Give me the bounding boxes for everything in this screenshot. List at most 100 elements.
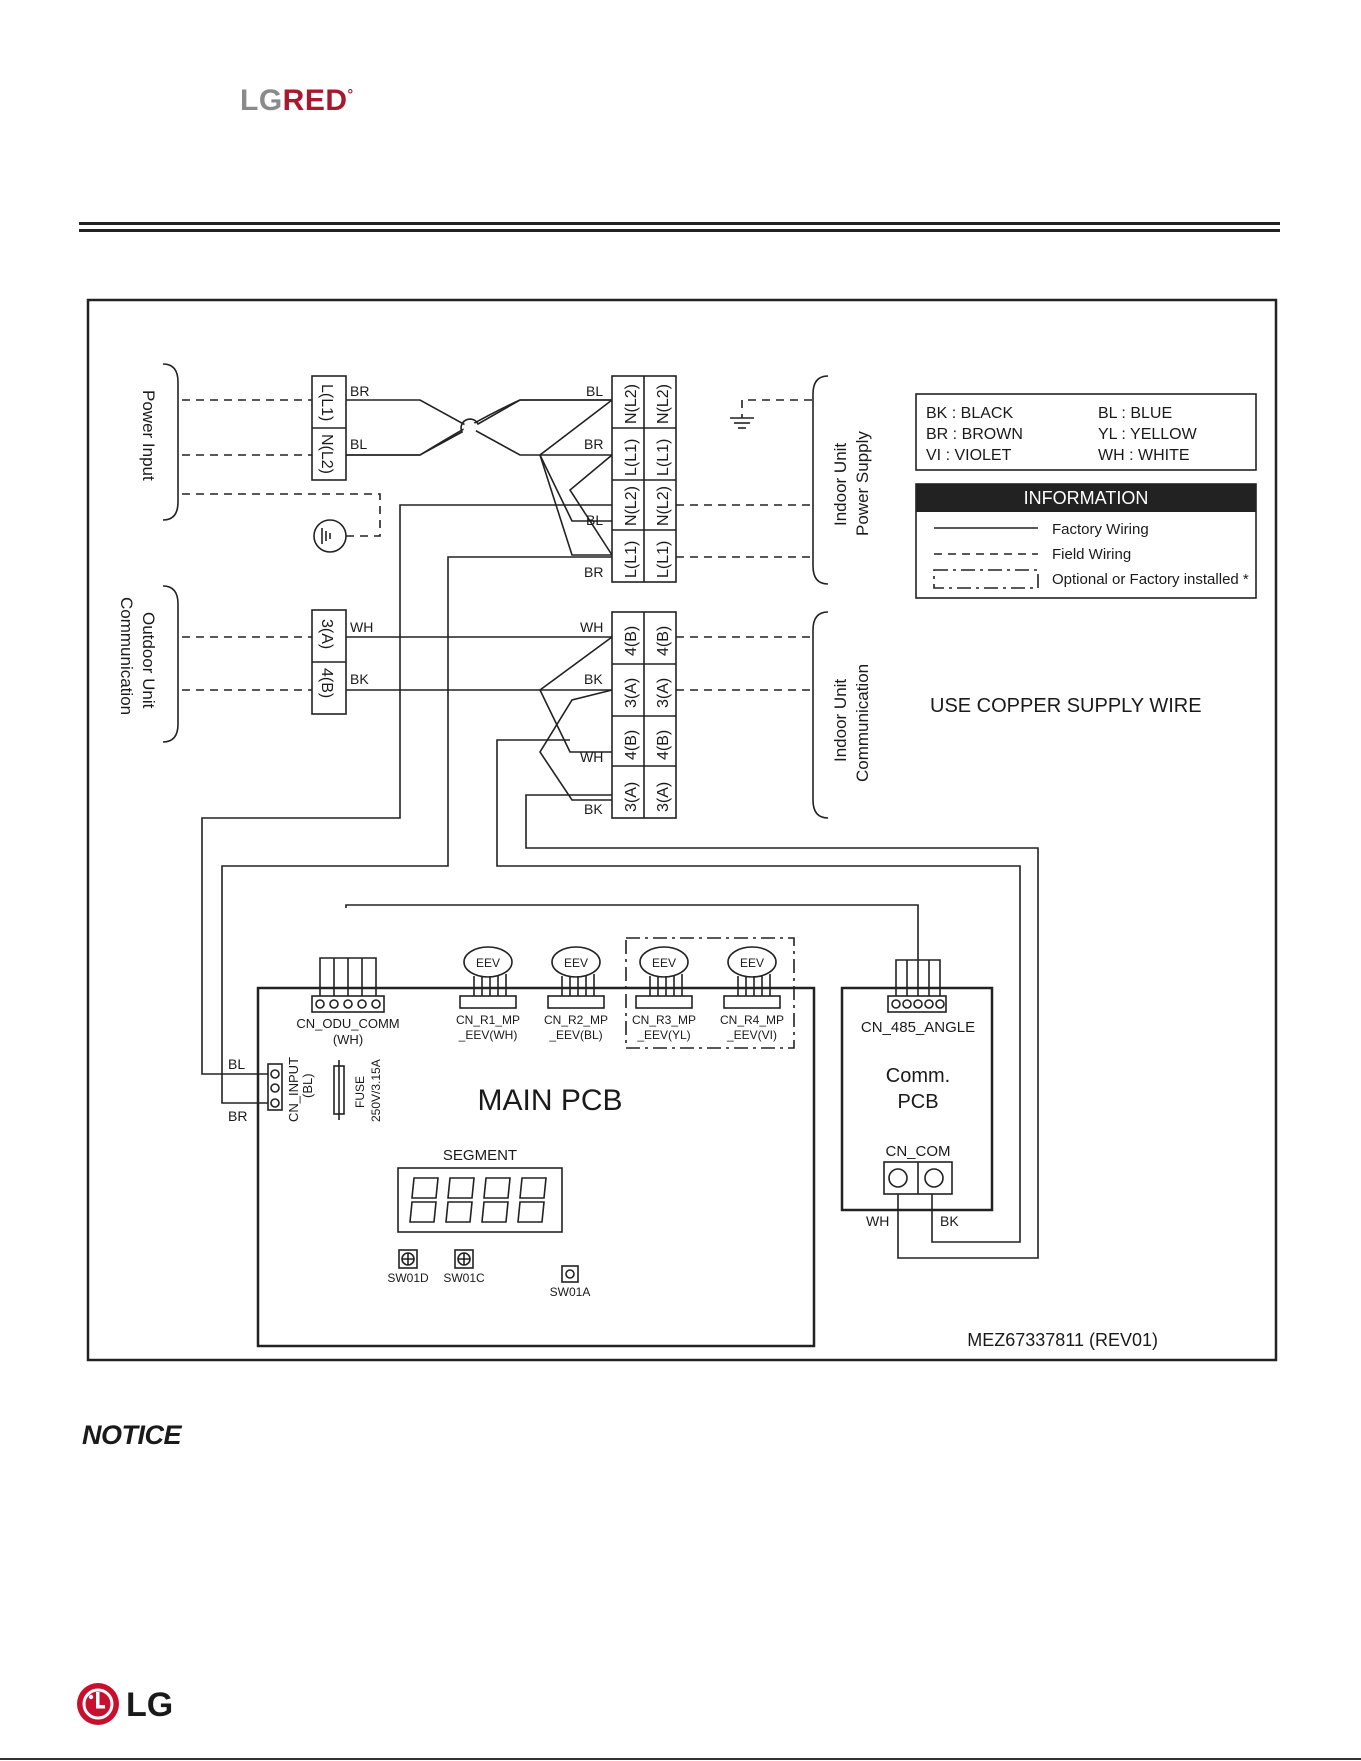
indoor-power-label-1: Indoor Unit [831,443,850,526]
lg-footer-text: LG [126,1686,173,1724]
eev-1-conn-1: CN_R1_MP [456,1013,520,1027]
segment-digits [409,1177,547,1223]
cb-r4c1: 3(A) [623,782,640,812]
wire-label-br-4: BR [228,1108,247,1124]
eev-2-conn-2: _EEV(BL) [548,1028,602,1042]
eev-1 [459,946,517,1009]
wiring-diagram: Power Input Outdoor Unit Communication I… [86,298,1278,1362]
wire-label-bl-4: BL [228,1056,245,1072]
sw01d-label: SW01D [387,1271,429,1285]
cn-odu-comm-connector [311,957,385,1013]
eev-3-conn-1: CN_R3_MP [632,1013,696,1027]
eev-4-conn-2: _EEV(VI) [726,1028,777,1042]
sw01a-switch [561,1265,579,1283]
comm-pcb-title-2: PCB [897,1091,938,1113]
wire-label-wh-4: WH [866,1213,889,1229]
sw01c-label: SW01C [443,1271,485,1285]
comm-pcb-title-1: Comm. [886,1065,950,1087]
eev-2-label: EEV [564,956,588,970]
sw01d-switch [398,1249,418,1269]
legend-wh: WH : WHITE [1098,447,1190,464]
legend-yl: YL : YELLOW [1098,426,1198,443]
eev-3-conn-2: _EEV(YL) [636,1028,690,1042]
cn-com-label: CN_COM [885,1143,950,1160]
indoor-power-bracket [812,375,829,585]
lg-face-icon: LG [77,1683,173,1725]
comm-term-b: 4(B) [318,668,335,698]
info-factory: Factory Wiring [1052,521,1149,538]
cn-input-color: (BL) [300,1073,315,1098]
wire-label-bk-2: BK [584,671,603,687]
outdoor-comm-bracket [162,585,179,743]
header-rule-top [79,222,1280,225]
power-input-label: Power Input [139,390,158,481]
fuse-label: FUSE [353,1076,367,1108]
fuse-rating: 250V/3.15A [369,1059,383,1122]
info-field: Field Wiring [1052,546,1131,563]
legend-bk: BK : BLACK [926,405,1013,422]
cn-485-angle-connector [887,958,947,1013]
eev-3 [635,946,693,1009]
wire-label-bl-1: BL [350,436,367,452]
eev-4-label: EEV [740,956,764,970]
power-term-l: L(L1) [318,384,335,421]
cb-r1c2: 4(B) [655,626,672,656]
information-title: INFORMATION [1024,488,1149,508]
main-pcb-title: MAIN PCB [477,1084,622,1117]
pb-r4c2: L(L1) [655,541,672,578]
wire-label-bk-3: BK [584,801,603,817]
pb-r3c2: N(L2) [655,486,672,526]
pb-r1c1: N(L2) [623,384,640,424]
wire-label-wh-2: WH [580,619,603,635]
wire-label-br-3: BR [584,564,603,580]
eev-1-conn-2: _EEV(WH) [458,1028,518,1042]
eev-2-conn-1: CN_R2_MP [544,1013,608,1027]
power-input-bracket [162,363,179,521]
ground-icon [313,519,347,553]
indoor-comm-bracket [812,611,829,819]
outdoor-comm-label-2: Communication [117,597,136,715]
information-header [916,484,1256,512]
sw01c-switch [454,1249,474,1269]
cn-input-label: CN_INPUT [286,1057,301,1122]
model-code: MEZ67337811 (REV01) [967,1330,1158,1350]
wire-label-bk-4: BK [940,1213,959,1229]
cb-r3c2: 4(B) [655,730,672,760]
comm-pcb [840,986,994,1212]
cn-485-label: CN_485_ANGLE [861,1019,975,1036]
wire-label-bl-2: BL [586,383,603,399]
comm-term-a: 3(A) [318,619,335,649]
main-pcb [256,986,816,1348]
notice-title: NOTICE [82,1420,182,1450]
cb-r4c2: 3(A) [655,782,672,812]
lg-footer-logo: LG [76,1680,216,1728]
eev-4-conn-1: CN_R4_MP [720,1013,784,1027]
pb-r4c1: L(L1) [623,541,640,578]
legend-br: BR : BROWN [926,426,1023,443]
header-rule-bottom [79,229,1280,232]
eev-1-label: EEV [476,956,500,970]
eev-2 [547,946,605,1009]
cb-r2c2: 3(A) [655,678,672,708]
wire-label-wh-1: WH [350,619,373,635]
copper-note: USE COPPER SUPPLY WIRE [930,695,1202,717]
cb-r1c1: 4(B) [623,626,640,656]
eev-4 [723,946,781,1009]
wire-label-bk-1: BK [350,671,369,687]
wire-label-bl-3: BL [586,512,603,528]
info-optional: Optional or Factory installed * [1052,571,1249,588]
pb-r1c2: N(L2) [655,384,672,424]
legend-bl: BL : BLUE [1098,405,1172,422]
eev-3-label: EEV [652,956,676,970]
wire-label-br-1: BR [350,383,369,399]
diagram-frame [86,298,1278,1362]
optional-eev-region [625,937,795,1049]
pb-r2c1: L(L1) [623,439,640,476]
cn-odu-comm-color: (WH) [333,1032,363,1047]
sw01a-label: SW01A [550,1285,591,1299]
outdoor-comm-label-1: Outdoor Unit [139,612,158,709]
pb-r3c1: N(L2) [623,486,640,526]
color-legend [915,393,1257,471]
pb-r2c2: L(L1) [655,439,672,476]
footer-rule [0,1758,1361,1760]
